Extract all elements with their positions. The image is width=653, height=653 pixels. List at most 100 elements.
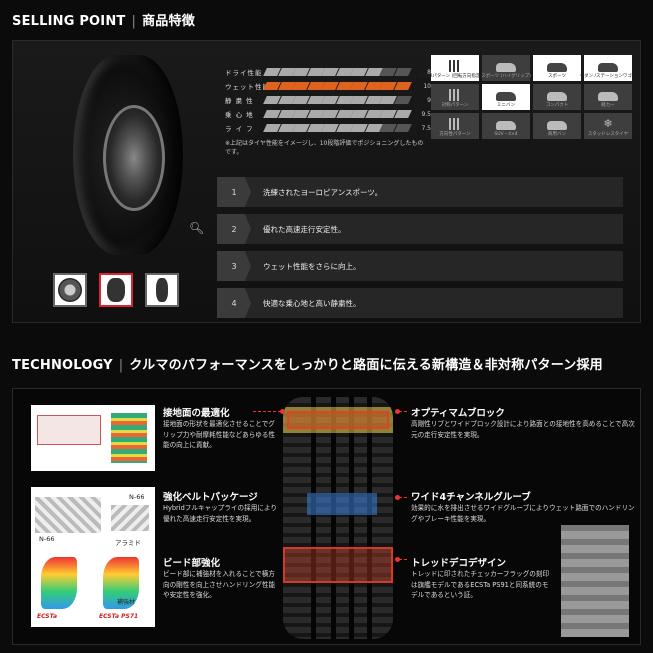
category-label: 商用バン <box>547 132 567 137</box>
rating-bar <box>263 110 411 118</box>
tech-right-title-1: オプティマムブロック <box>411 408 505 419</box>
tech-left-title-2: 強化ベルトパッケージ <box>163 492 258 503</box>
rating-label: 静 粛 性 <box>225 97 254 105</box>
tech-right-title-3: トレッドデコデザイン <box>411 558 507 569</box>
selling-point-number: 3 <box>217 251 251 281</box>
selling-point-title: SELLING POINT <box>12 14 126 29</box>
thumbnail-wheel[interactable] <box>53 273 87 307</box>
car-icon <box>598 63 618 72</box>
category-cell: 対称パターン <box>431 84 479 110</box>
rating-label: ラ イ フ <box>225 125 254 133</box>
rating-segment <box>393 110 411 118</box>
category-cell: SUV・4×4 <box>482 113 530 139</box>
selling-points-list: 1 洗練されたヨーロピアンスポーツ。 2 優れた高速走行安定性。 3 ウェット性能をさらに… <box>217 177 623 325</box>
selling-point-item: 1 洗練されたヨーロピアンスポーツ。 <box>217 177 623 207</box>
rating-value: 9 <box>427 96 431 104</box>
category-label: スタッドレスタイヤ <box>587 132 629 137</box>
rating-row: 静 粛 性 9 <box>225 93 435 107</box>
category-label: スポーツ (ハイグリップ) <box>481 74 531 79</box>
rating-segment <box>393 82 411 90</box>
tire-image <box>73 55 183 255</box>
selling-point-item: 3 ウェット性能をさらに向上。 <box>217 251 623 281</box>
car-icon <box>496 63 516 72</box>
rating-segment <box>393 96 411 104</box>
tech-left-body-3: ビード部に補強材を入れることで横方向の剛性を向上させハンドリング性能や安定性を強… <box>163 570 276 599</box>
selling-point-item: 4 快適な乗心地と高い静粛性。 <box>217 288 623 318</box>
label-aramid: アラミド <box>115 539 141 547</box>
category-label: 対称パターン <box>441 103 469 108</box>
rating-value: 7.5 <box>421 124 431 132</box>
selling-point-text: ウェット性能をさらに向上。 <box>263 261 361 271</box>
car-icon <box>598 92 618 101</box>
label-brand-a: ECSTa <box>37 613 58 620</box>
rating-bar <box>263 82 411 90</box>
thumbnail-strip <box>53 273 179 307</box>
category-grid: 非対称パターン (回転方向指定なし)スポーツ (ハイグリップ) スポーツ セダン /… <box>419 55 636 139</box>
rating-row: ウェット性能 10 <box>225 79 435 93</box>
category-label: 非対称パターン (回転方向指定なし) <box>418 74 492 79</box>
technology-subtitle: クルマのパフォーマンスをしっかりと路面に伝える新構造＆非対称パターン採用 <box>129 358 603 373</box>
selling-point-number: 2 <box>217 214 251 244</box>
belt-package-image: N-66 N-66 アラミド <box>31 487 155 553</box>
rating-label: ウェット性能 <box>225 83 270 91</box>
car-icon <box>496 92 516 101</box>
tread-pattern-icon <box>449 60 461 72</box>
selling-point-text: 優れた高速走行安定性。 <box>263 224 346 234</box>
car-icon <box>547 63 567 72</box>
category-cell: コンパクト <box>533 84 581 110</box>
selling-point-text: 洗練されたヨーロピアンスポーツ。 <box>263 187 383 197</box>
category-cell: スポーツ <box>533 55 581 81</box>
car-icon <box>547 121 567 130</box>
tech-left-body-2: Hybridフルキャップライの採用により優れた高速走行安定性を実現。 <box>163 504 277 523</box>
bead-reinforce-image: 補強材 ECSTa ECSTa PS71 <box>31 553 155 627</box>
category-cell: 非対称パターン (回転方向指定なし) <box>419 55 491 81</box>
rating-segment <box>393 68 411 76</box>
category-cell: セダン /ステーションワゴン <box>580 55 636 81</box>
selling-point-number: 4 <box>217 288 251 318</box>
tread-pattern-icon <box>449 118 461 130</box>
category-label: 軽カー <box>601 103 615 108</box>
rating-value: 8 <box>427 68 431 76</box>
tech-left-body-1: 接地面の形状を最適化させることでグリップ力や耐摩耗性能などあらゆる性能の向上に貢… <box>163 420 276 449</box>
category-cell: ❄ スタッドレスタイヤ <box>584 113 632 139</box>
tread-pattern-icon <box>449 89 461 101</box>
selling-point-text: 快適な乗心地と高い静粛性。 <box>263 298 361 308</box>
ratings-note: ※上記はタイヤ性能をイメージし、10段階評価でポジショニングしたものです。 <box>225 140 424 156</box>
contact-patch-image <box>31 405 155 471</box>
selling-point-item: 2 優れた高速走行安定性。 <box>217 214 623 244</box>
rating-value: 9.5 <box>421 110 431 118</box>
rating-bar <box>263 124 411 132</box>
rating-segment <box>393 124 411 132</box>
tread-deco-image <box>561 525 629 637</box>
wheel-icon <box>58 278 82 302</box>
tech-left-title-3: ビード部強化 <box>163 558 221 569</box>
thumbnail-tire-front[interactable] <box>145 273 179 307</box>
category-cell: 軽カー <box>584 84 632 110</box>
rating-label: ドライ性能 <box>225 69 263 77</box>
category-label: コンパクト <box>545 103 569 108</box>
category-cell: ミニバン <box>482 84 530 110</box>
technology-panel: N-66 N-66 アラミド 補強材 ECSTa ECSTa PS71 接地面の… <box>12 388 641 645</box>
category-cell: スポーツ (ハイグリップ) <box>481 55 531 81</box>
tech-right-body-3: トレッドに印されたチェッカーフラッグの刻印は旗艦モデルであるECSTa PS91… <box>411 570 550 599</box>
label-n66-b: N-66 <box>129 493 145 501</box>
category-label: スポーツ <box>548 74 566 79</box>
thumbnail-tire-side[interactable] <box>99 273 133 307</box>
label-n66-a: N-66 <box>39 535 55 543</box>
selling-point-number: 1 <box>217 177 251 207</box>
label-brand-b: ECSTa PS71 <box>99 613 139 620</box>
tech-right-body-2: 効果的に水を排出させるワイドグルーブによりウェット路面でのハンドリングやブレーキ… <box>411 504 635 523</box>
zoom-icon[interactable]: 🔍︎ <box>189 221 205 235</box>
snowflake-icon: ❄ <box>603 117 613 130</box>
rating-value: 10 <box>423 82 431 90</box>
category-label: ミニバン <box>496 103 516 108</box>
tire-front-icon <box>156 278 168 302</box>
car-icon <box>547 92 567 101</box>
tech-left-title-1: 接地面の最適化 <box>163 408 230 419</box>
tire-icon <box>107 278 125 302</box>
car-icon <box>496 121 516 130</box>
rating-row: ドライ性能 8 <box>225 65 435 79</box>
tech-right-body-1: 高剛性リブとワイドブロック設計により路面との接地性を高めることで高次元の走行安定… <box>411 420 635 439</box>
